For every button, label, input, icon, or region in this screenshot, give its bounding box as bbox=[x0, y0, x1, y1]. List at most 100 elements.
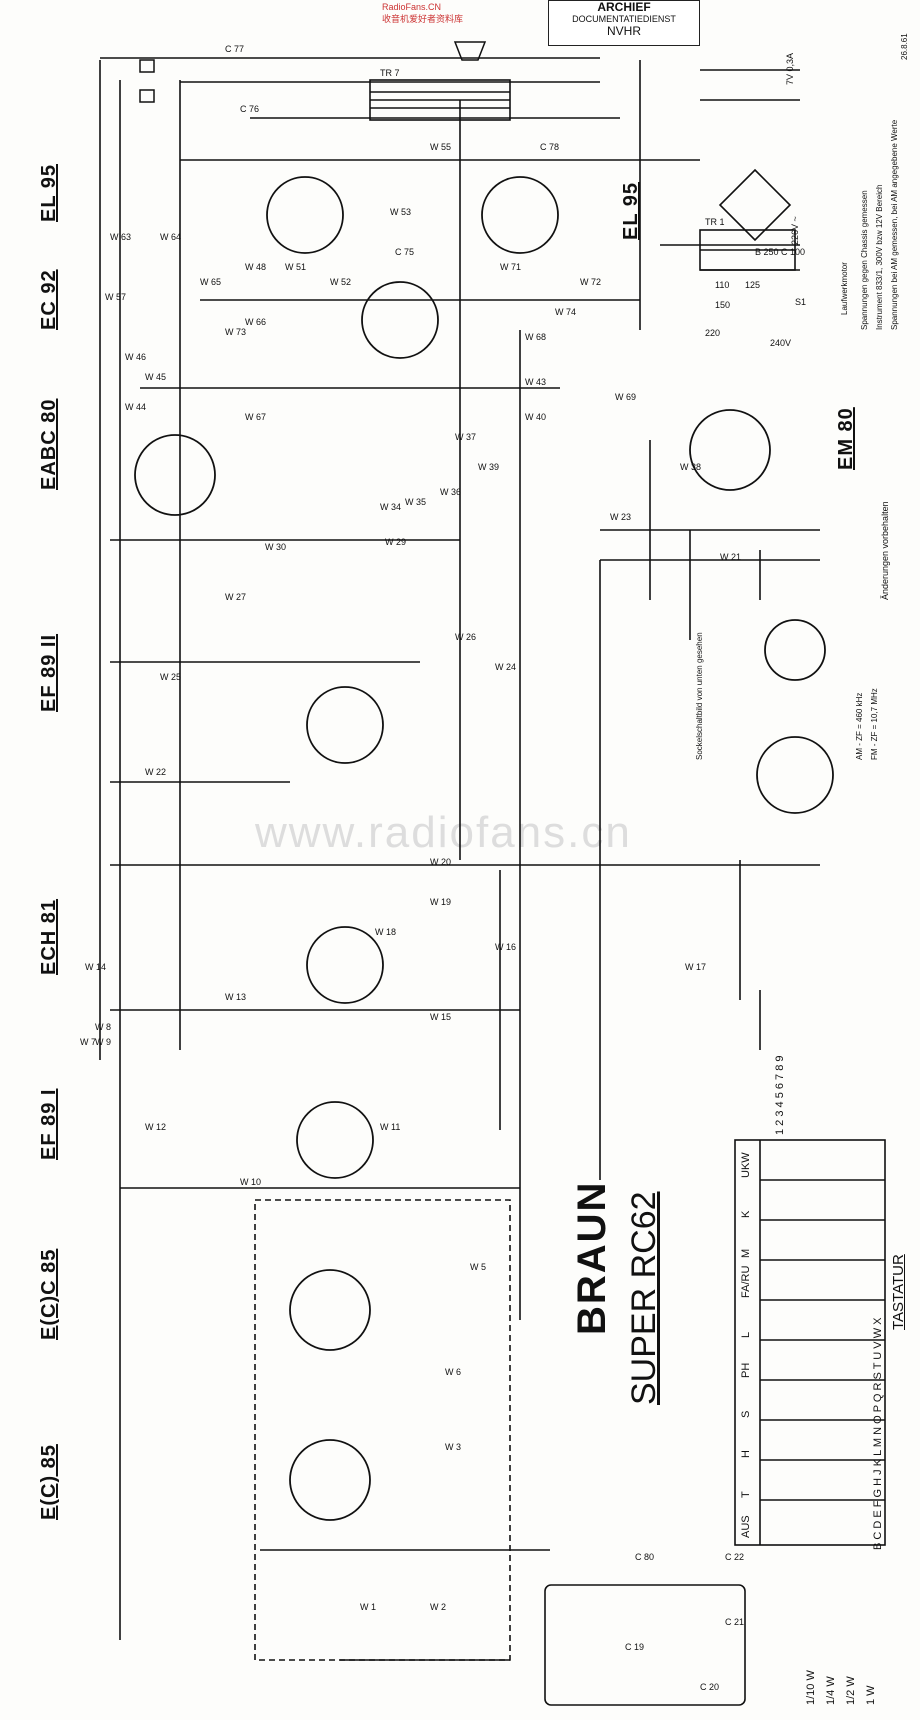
label-w38: W 38 bbox=[680, 462, 701, 472]
note-sockel: Sockelschaltbild von unten gesehen bbox=[695, 632, 704, 760]
note-spannungen: Spannungen gegen Chassis gemessen bbox=[860, 190, 869, 330]
label-w36: W 36 bbox=[440, 487, 461, 497]
label-w71: W 71 bbox=[500, 262, 521, 272]
socket-b bbox=[756, 736, 834, 814]
stamp-line1: ARCHIEF bbox=[597, 0, 651, 14]
label-w12: W 12 bbox=[145, 1122, 166, 1132]
label-w64: W 64 bbox=[160, 232, 181, 242]
stamp-line2: DOCUMENTATIEDIENST bbox=[572, 14, 676, 24]
tube-label-ec92: EC 92 bbox=[38, 269, 60, 330]
volt-110: 110 bbox=[715, 280, 730, 290]
tube-eabc80 bbox=[134, 434, 216, 516]
volt-220: 220 bbox=[705, 328, 721, 338]
label-b250: B 250 C 100 bbox=[755, 247, 805, 257]
label-w3: W 3 bbox=[445, 1442, 461, 1452]
label-w2: W 2 bbox=[430, 1602, 446, 1612]
key-k[interactable]: K bbox=[740, 1210, 752, 1218]
tube-label-ecc85-a: E(C)C 85 bbox=[38, 1248, 60, 1340]
label-w74: W 74 bbox=[555, 307, 576, 317]
label-w8: W 8 bbox=[95, 1022, 111, 1032]
label-w37: W 37 bbox=[455, 432, 476, 442]
tube-label-ef89-1: EF 89 I bbox=[38, 1088, 60, 1160]
note-laufwerk: Laufwerkmotor bbox=[840, 262, 849, 315]
tube-em80 bbox=[689, 409, 771, 491]
label-tr1: TR 1 bbox=[705, 217, 725, 227]
key-fa-ru[interactable]: FA/RU bbox=[740, 1265, 752, 1298]
volt-150: 150 bbox=[715, 300, 731, 310]
label-c20: C 20 bbox=[700, 1682, 719, 1692]
key-aus[interactable]: AUS bbox=[740, 1515, 752, 1538]
legend-1-4w: 1/4 W bbox=[825, 1676, 837, 1705]
tube-ef89-2 bbox=[306, 686, 384, 764]
label-c80: C 80 bbox=[635, 1552, 654, 1562]
tube-ech81 bbox=[306, 926, 384, 1004]
label-w20: W 20 bbox=[430, 857, 451, 867]
label-w23: W 23 bbox=[610, 512, 631, 522]
label-w6: W 6 bbox=[445, 1367, 461, 1377]
legend-1-2w: 1/2 W bbox=[845, 1676, 857, 1705]
label-w27: W 27 bbox=[225, 592, 246, 602]
label-w40: W 40 bbox=[525, 412, 546, 422]
label-w48: W 48 bbox=[245, 262, 266, 272]
stamp-line3: NVHR bbox=[606, 24, 641, 38]
label-w22: W 22 bbox=[145, 767, 166, 777]
keyboard-title: TASTATUR bbox=[890, 1254, 907, 1330]
site-brand: RadioFans.CN bbox=[382, 2, 442, 12]
note-am-zf: AM - ZF = 460 kHz bbox=[855, 692, 864, 760]
label-w51: W 51 bbox=[285, 262, 306, 272]
watermark-text: www.radiofans.cn bbox=[255, 808, 632, 857]
key-l[interactable]: L bbox=[740, 1331, 752, 1338]
label-w15: W 15 bbox=[430, 1012, 451, 1022]
label-w13: W 13 bbox=[225, 992, 246, 1002]
label-w16: W 16 bbox=[495, 942, 516, 952]
note-fm-zf: FM - ZF = 10,7 MHz bbox=[870, 688, 879, 760]
label-w45: W 45 bbox=[145, 372, 166, 382]
tube-ecc85-a bbox=[289, 1269, 371, 1351]
tube-ef89-1 bbox=[296, 1101, 374, 1179]
label-w63: W 63 bbox=[110, 232, 131, 242]
key-t[interactable]: T bbox=[740, 1491, 752, 1498]
label-w34: W 34 bbox=[380, 502, 401, 512]
label-w69: W 69 bbox=[615, 392, 636, 402]
label-w73: W 73 bbox=[225, 327, 246, 337]
label-w53: W 53 bbox=[390, 207, 411, 217]
tube-ecc85-b bbox=[289, 1439, 371, 1521]
key-letters: B C D E F G H J K L M N O P Q R S T U V … bbox=[872, 1317, 884, 1550]
tube-label-ecc85-b: E(C) 85 bbox=[38, 1444, 60, 1520]
archive-stamp: ARCHIEF DOCUMENTATIEDIENST NVHR bbox=[548, 0, 700, 46]
volt-125: 125 bbox=[745, 280, 761, 290]
label-s1: S1 bbox=[795, 297, 806, 307]
label-w24: W 24 bbox=[495, 662, 516, 672]
tube-label-eabc80: EABC 80 bbox=[38, 398, 60, 490]
label-c75: C 75 bbox=[395, 247, 414, 257]
label-w39: W 39 bbox=[478, 462, 499, 472]
label-w35: W 35 bbox=[405, 497, 426, 507]
note-am-werte: Spannungen bei AM gemessen, bei AM angeg… bbox=[890, 119, 899, 330]
tube-ec92 bbox=[361, 281, 439, 359]
label-w5: W 5 bbox=[470, 1262, 486, 1272]
label-w19: W 19 bbox=[430, 897, 451, 907]
tube-el95-left bbox=[266, 176, 344, 254]
label-w11: W 11 bbox=[380, 1122, 400, 1132]
socket-a bbox=[764, 619, 826, 681]
label-tr7: TR 7 bbox=[380, 68, 400, 78]
label-w46: W 46 bbox=[125, 352, 146, 362]
key-s[interactable]: S bbox=[740, 1410, 752, 1418]
speaker-icon bbox=[139, 59, 155, 73]
label-w55: W 55 bbox=[430, 142, 451, 152]
key-m[interactable]: M bbox=[740, 1248, 752, 1258]
model-title: SUPER RC62 bbox=[625, 1191, 663, 1405]
label-w52: W 52 bbox=[330, 277, 351, 287]
tube-el95-right bbox=[481, 176, 559, 254]
note-instrument: Instrument 833/1, 300V bzw 12V Bereich bbox=[875, 184, 884, 330]
label-c19: C 19 bbox=[625, 1642, 644, 1652]
label-w29: W 29 bbox=[385, 537, 406, 547]
note-lamp: 7V 0,3A bbox=[785, 52, 795, 85]
key-ph[interactable]: PH bbox=[740, 1362, 752, 1378]
key-h[interactable]: H bbox=[740, 1450, 752, 1458]
label-w25: W 25 bbox=[160, 672, 181, 682]
label-w43: W 43 bbox=[525, 377, 546, 387]
key-ukw[interactable]: UKW bbox=[740, 1152, 752, 1178]
